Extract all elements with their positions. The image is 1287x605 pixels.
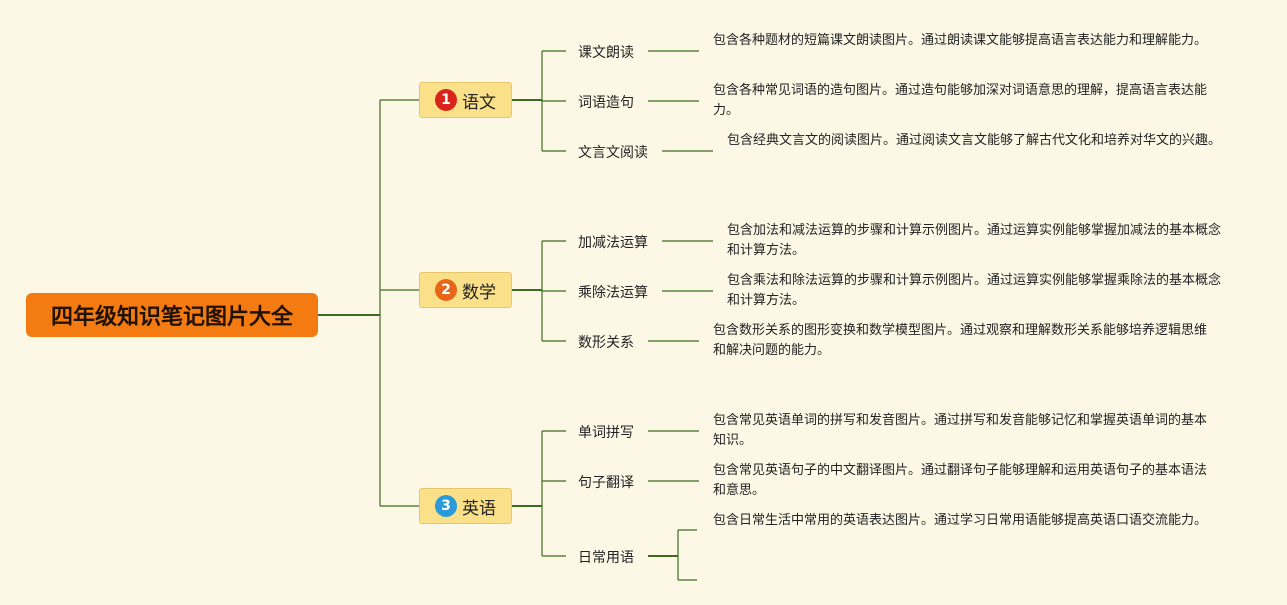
number-badge-icon: 2 (435, 279, 457, 301)
leaf-node[interactable]: 乘除法运算 (578, 285, 648, 301)
leaf-node[interactable]: 单词拼写 (578, 425, 634, 441)
leaf-node[interactable]: 词语造句 (578, 95, 634, 111)
leaf-description: 包含加法和减法运算的步骤和计算示例图片。通过运算实例能够掌握加减法的基本概念和计… (727, 223, 1222, 258)
leaf-node[interactable]: 加减法运算 (578, 235, 648, 251)
branch-label: 语文 (462, 92, 496, 113)
leaf-node[interactable]: 句子翻译 (578, 475, 634, 491)
leaf-description: 包含日常生活中常用的英语表达图片。通过学习日常用语能够提高英语口语交流能力。 (713, 513, 1208, 528)
root-title: 四年级知识笔记图片大全 (50, 305, 293, 330)
leaf-description: 包含常见英语句子的中文翻译图片。通过翻译句子能够理解和运用英语句子的基本语法和意… (713, 463, 1208, 498)
branch-label: 数学 (462, 282, 496, 303)
leaf-node[interactable]: 文言文阅读 (578, 145, 648, 161)
number-badge-icon: 3 (435, 495, 457, 517)
leaf-description: 包含经典文言文的阅读图片。通过阅读文言文能够了解古代文化和培养对华文的兴趣。 (727, 133, 1222, 148)
leaf-description: 包含各种题材的短篇课文朗读图片。通过朗读课文能够提高语言表达能力和理解能力。 (713, 33, 1208, 48)
leaf-description: 包含各种常见词语的造句图片。通过造句能够加深对词语意思的理解，提高语言表达能力。 (713, 83, 1208, 118)
leaf-node[interactable]: 日常用语 (578, 550, 634, 566)
leaf-node[interactable]: 数形关系 (578, 335, 634, 351)
number-badge-icon: 1 (435, 89, 457, 111)
leaf-description: 包含数形关系的图形变换和数学模型图片。通过观察和理解数形关系能够培养逻辑思维和解… (713, 323, 1208, 358)
leaf-description: 包含乘法和除法运算的步骤和计算示例图片。通过运算实例能够掌握乘除法的基本概念和计… (727, 273, 1222, 308)
root-node[interactable]: 四年级知识笔记图片大全 (26, 293, 318, 337)
leaf-description: 包含常见英语单词的拼写和发音图片。通过拼写和发音能够记忆和掌握英语单词的基本知识… (713, 413, 1208, 448)
leaf-node[interactable]: 课文朗读 (578, 45, 634, 61)
branch-label: 英语 (462, 498, 496, 519)
